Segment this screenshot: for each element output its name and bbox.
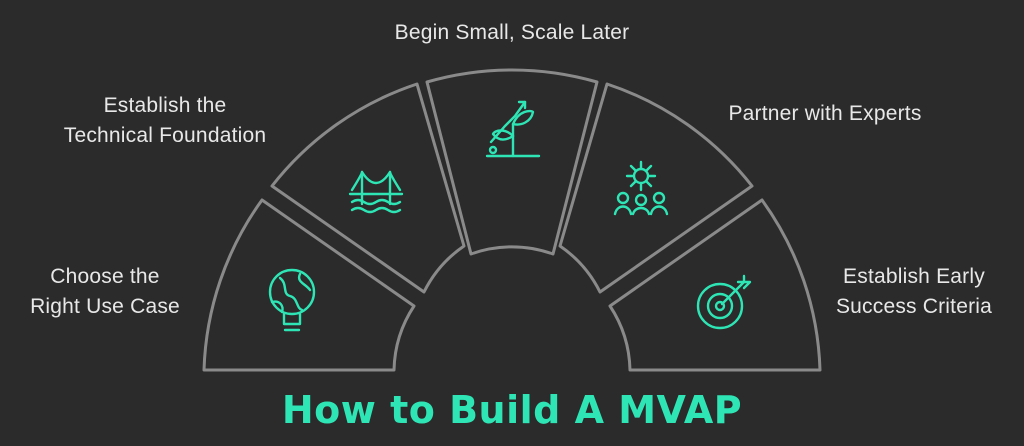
bridge-icon <box>348 170 404 214</box>
label-line: Success Criteria <box>835 295 993 318</box>
segment-begin-small <box>425 68 599 256</box>
label-line: Establish the <box>103 94 227 117</box>
label-begin-small: Begin Small, Scale Later <box>352 18 672 48</box>
label-line: Establish Early <box>843 265 985 288</box>
label-technical-foundation: Establish the Technical Foundation <box>26 91 304 151</box>
label-line: Partner with Experts <box>728 102 922 125</box>
label-choose-use-case: Choose the Right Use Case <box>10 262 200 322</box>
growth-plant-icon <box>485 100 541 158</box>
lightbulb-globe-icon <box>268 268 316 332</box>
segment-choose-use-case <box>202 198 416 372</box>
team-network-icon <box>613 160 669 216</box>
diagram-title: How to Build A MVAP <box>281 388 743 432</box>
segment-partner-experts <box>558 82 754 294</box>
label-line: Technical Foundation <box>63 124 267 147</box>
label-success-criteria: Establish Early Success Criteria <box>812 262 1016 322</box>
label-line: Begin Small, Scale Later <box>394 21 630 44</box>
label-line: Right Use Case <box>30 295 180 318</box>
target-arrow-icon <box>696 274 752 330</box>
label-line: Choose the <box>50 265 160 288</box>
label-partner-experts: Partner with Experts <box>700 99 950 129</box>
segment-technical-foundation <box>270 82 466 294</box>
